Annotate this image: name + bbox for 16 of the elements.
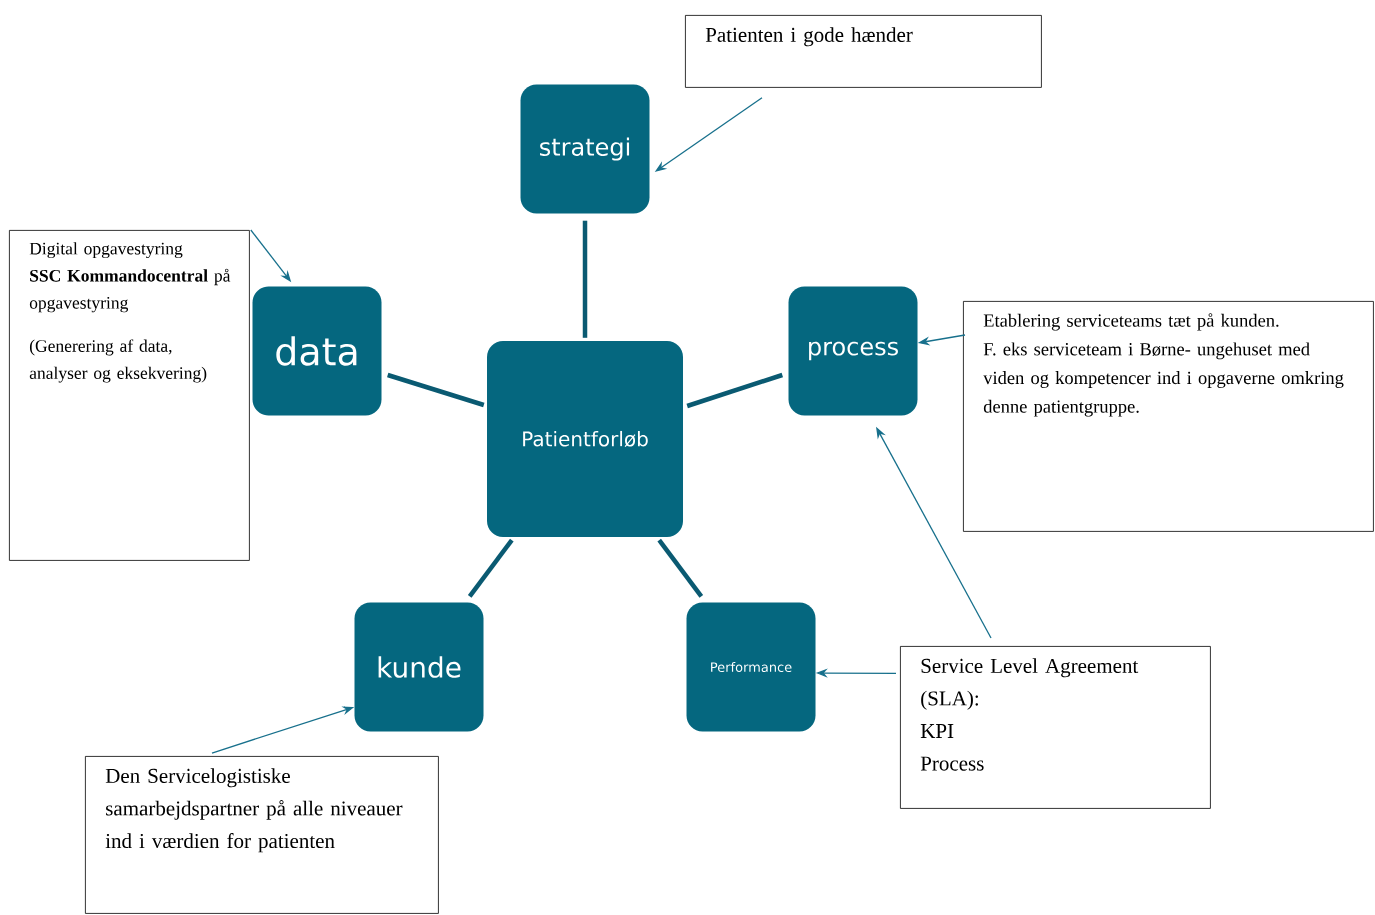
- note-box: Etablering serviceteams tæt på kunden. F. eks serviceteam i Børne- ungehuset med viden og kompetencer ind i opgaverne omkring denne patientgruppe.: [963, 301, 1374, 532]
- note-box: Den Servicelogistiske samarbejdspartner på alle niveauer ind i værdien for patienten: [85, 756, 439, 914]
- tile-box: Patientforløb: [487, 341, 683, 537]
- connector-line: [387, 372, 485, 408]
- connector-line: [686, 372, 783, 409]
- tile-box: process: [788, 286, 918, 416]
- connector-line: [657, 538, 704, 598]
- note-box: Digital opgavestyring SSC Kommandocentral på opgavestyring (Generering af data, analyser og eksekvering): [9, 230, 250, 561]
- tile-box: data: [252, 286, 382, 416]
- tile-box: Performance: [686, 602, 816, 732]
- connector-line: [467, 538, 514, 598]
- tile-box: kunde: [354, 602, 484, 732]
- connector-line: [582, 220, 588, 338]
- note-box: Patienten i gode hænder: [685, 15, 1042, 88]
- tile-box: strategi: [520, 84, 650, 214]
- note-box: Service Level Agreement (SLA): KPI Process: [900, 646, 1211, 809]
